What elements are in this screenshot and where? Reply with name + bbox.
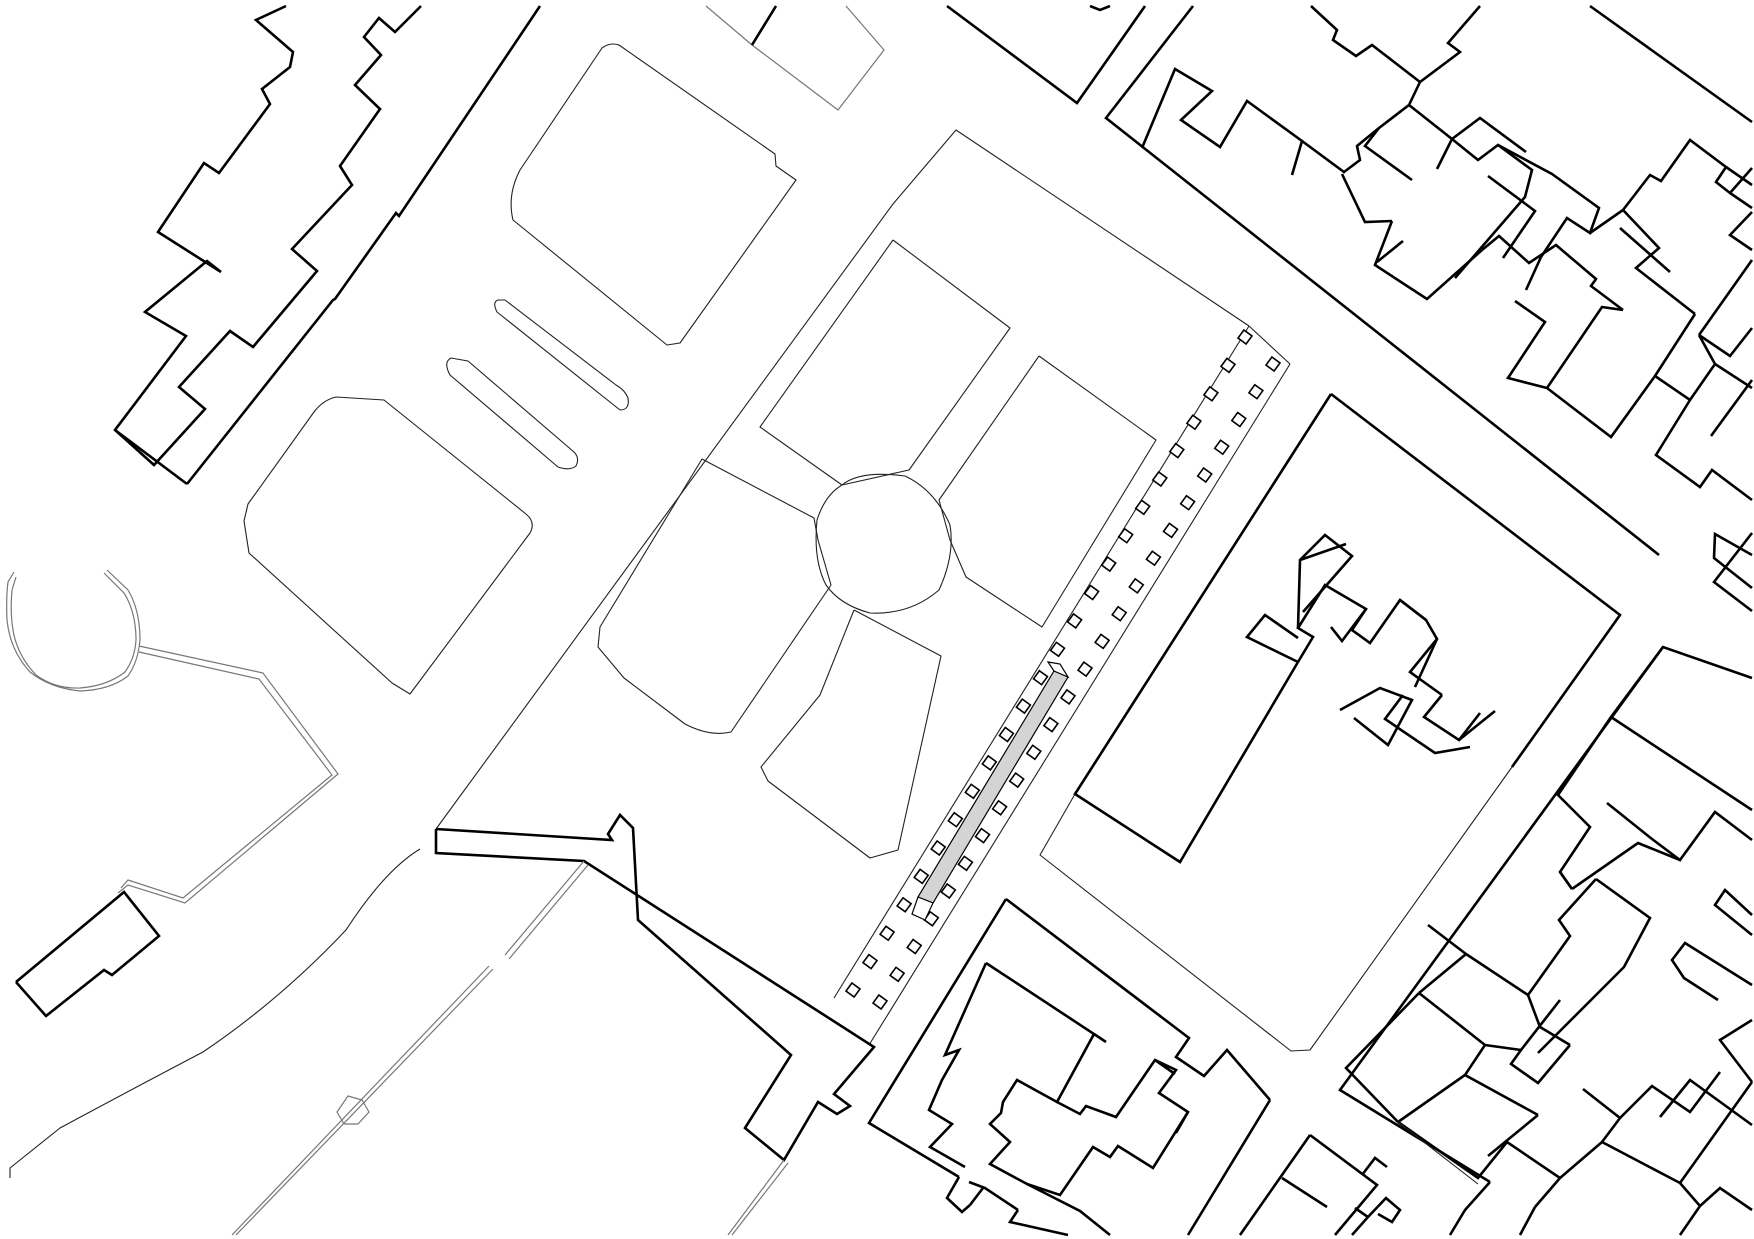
plaza-lawn-northeast bbox=[938, 355, 1157, 628]
road-northeast-edge bbox=[1104, 5, 1660, 557]
plaza-lawn-southeast bbox=[760, 609, 942, 859]
arcade-pier-east bbox=[940, 882, 957, 900]
arcade-pier-west bbox=[895, 896, 913, 913]
arcade-pier-west bbox=[998, 726, 1015, 743]
arcade-pier-east bbox=[991, 799, 1008, 816]
building-northwest-terrace bbox=[113, 4, 542, 486]
arcade-pier-west bbox=[844, 981, 862, 999]
arcade-pier-east bbox=[1247, 383, 1265, 400]
building-east-large-block bbox=[1039, 392, 1622, 1052]
park-lawn-south bbox=[243, 396, 533, 695]
arcade-pier-west bbox=[1151, 470, 1168, 488]
arcade-pier-west bbox=[1117, 527, 1134, 544]
arcade-colonnade bbox=[833, 325, 1291, 1046]
arcade-pier-west bbox=[1032, 669, 1049, 686]
arcade-pier-east bbox=[1025, 744, 1042, 761]
arcade-pier-west bbox=[1168, 442, 1185, 459]
central-plaza-outline bbox=[435, 129, 1291, 830]
plaza-lawn-northwest bbox=[759, 239, 1011, 486]
arcade-pier-east bbox=[1213, 439, 1230, 456]
arcade-fountain-pool bbox=[911, 661, 1070, 921]
arcade-pier-west bbox=[981, 754, 998, 772]
arcade-pier-east bbox=[1196, 466, 1213, 484]
arcade-pier-west bbox=[1083, 584, 1100, 601]
arcade-pier-west bbox=[1202, 385, 1220, 402]
arcade-pier-west bbox=[1100, 555, 1117, 573]
arcade-pier-east bbox=[1128, 577, 1145, 595]
arcade-pier-east bbox=[1076, 660, 1094, 678]
arcade-pier-west bbox=[1134, 499, 1151, 516]
arcade-pier-east bbox=[1111, 605, 1128, 622]
path-diagonal-south bbox=[231, 860, 789, 1236]
arcade-pier-west bbox=[1015, 697, 1032, 715]
arcade-pier-east bbox=[1179, 494, 1196, 511]
arcade-pier-east bbox=[1230, 411, 1247, 428]
arcade-pier-east bbox=[1042, 716, 1060, 733]
plaza-lawn-southwest bbox=[597, 458, 832, 734]
park-path-island-2 bbox=[446, 357, 579, 470]
arcade-pier-east bbox=[888, 966, 906, 983]
garden-path-southwest bbox=[117, 645, 339, 904]
arcade-pier-west bbox=[878, 925, 896, 942]
arcade-pier-west bbox=[1049, 641, 1066, 658]
arcade-pier-east bbox=[1059, 688, 1077, 706]
building-south-wing bbox=[434, 812, 876, 1162]
road-southwest-curve bbox=[9, 848, 421, 1178]
plaza-central-circle bbox=[815, 473, 952, 614]
arcade-pier-west bbox=[964, 783, 981, 800]
building-north-center bbox=[705, 5, 885, 111]
arcade-pier-west bbox=[1236, 328, 1254, 346]
arcade-pier-west bbox=[1066, 612, 1083, 630]
park-path-island-1 bbox=[494, 299, 629, 411]
arcade-pier-east bbox=[1264, 355, 1282, 373]
arcade-pier-east bbox=[1162, 522, 1179, 539]
arcade-pier-east bbox=[957, 855, 974, 872]
building-southwest-small bbox=[15, 890, 161, 1018]
arcade-piers-east-row bbox=[871, 355, 1282, 1011]
building-north-road-edge bbox=[946, 4, 1147, 105]
buildings-northeast-block bbox=[1140, 4, 1754, 613]
buildings-southeast-block bbox=[1338, 645, 1754, 1236]
arcade-pier-west bbox=[947, 811, 964, 828]
circular-garden-wall bbox=[6, 569, 141, 692]
arcade-pier-west bbox=[861, 953, 879, 970]
arcade-pier-east bbox=[1093, 633, 1111, 650]
path-kiosk bbox=[336, 1095, 370, 1125]
arcade-pier-east bbox=[1145, 550, 1162, 567]
arcade-pier-west bbox=[1219, 357, 1237, 374]
building-east-edge bbox=[1712, 531, 1753, 590]
building-east-courtyard bbox=[1244, 533, 1496, 755]
buildings-south-block bbox=[867, 897, 1402, 1237]
arcade-pier-east bbox=[974, 827, 991, 844]
arcade-piers-west-row bbox=[844, 328, 1254, 999]
arcade-pier-east bbox=[871, 993, 889, 1011]
arcade-pier-east bbox=[1008, 771, 1025, 789]
arcade-pier-west bbox=[1185, 414, 1203, 431]
arcade-pier-east bbox=[906, 938, 923, 955]
arcade-pier-west bbox=[913, 868, 930, 885]
arcade-pier-west bbox=[930, 839, 947, 857]
park-lawn-north bbox=[510, 43, 797, 346]
